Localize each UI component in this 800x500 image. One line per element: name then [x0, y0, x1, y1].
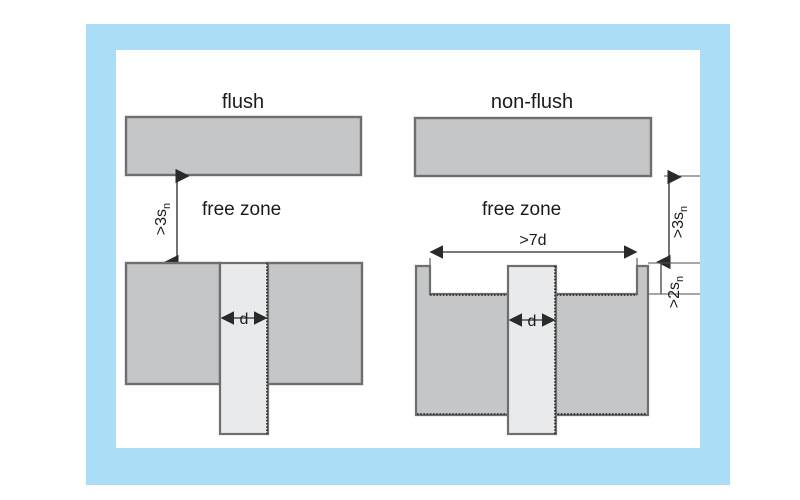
flush-right-body-block [264, 261, 364, 386]
non-flush-title: non-flush [491, 91, 573, 113]
flush-left-body-block [124, 261, 222, 386]
non-flush-free-zone-label: free zone [482, 199, 561, 220]
flush-title: flush [222, 91, 264, 113]
flush-upper-bar [124, 115, 363, 177]
non-flush-right-body-block [545, 264, 650, 417]
non-flush-sensor-body [506, 264, 558, 436]
non-flush-diameter-label: d [528, 313, 537, 330]
flush-clearance-label: >3sn [153, 203, 173, 235]
recess-width-label: >7d [519, 232, 546, 249]
flush-sensor-body [218, 261, 270, 436]
non-flush-left-body-block [414, 264, 522, 417]
flush-free-zone-label: free zone [202, 199, 281, 220]
recess-depth-label: >2sn [666, 276, 686, 308]
non-flush-upper-bar [413, 116, 653, 178]
flush-diameter-label: d [240, 311, 249, 328]
non-flush-clearance-label: >3sn [670, 206, 690, 238]
